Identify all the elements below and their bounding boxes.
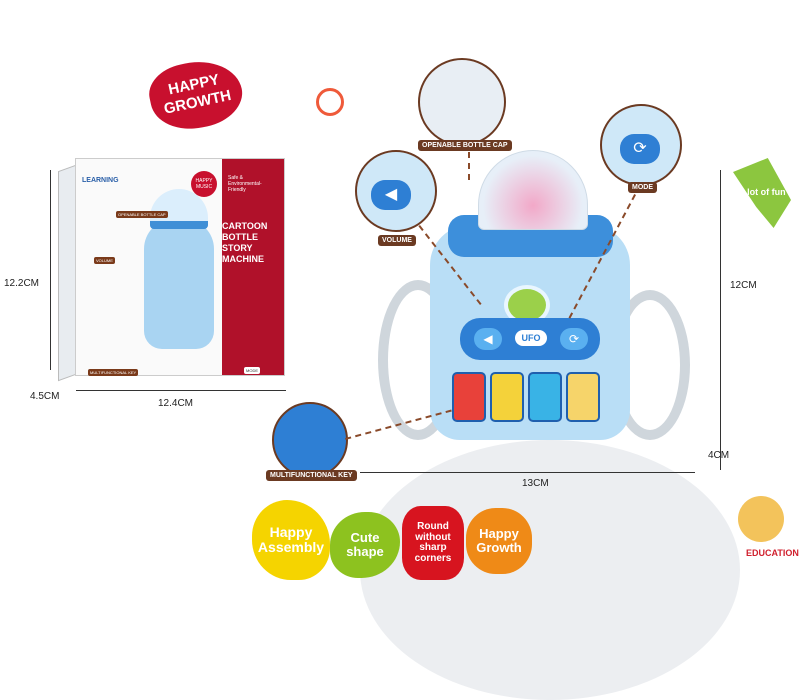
cycle-icon: ⟳ — [620, 134, 660, 164]
box-side-panel — [58, 164, 76, 382]
product-height-line — [720, 170, 721, 470]
volume-callout-circle: ◀ — [355, 150, 437, 232]
product-height-label: 12CM — [730, 280, 757, 291]
lion-mascot-icon — [738, 496, 784, 542]
box-bottle-cap-image — [150, 189, 208, 229]
mode-callout-circle: ⟳ — [600, 104, 682, 186]
music-key-1[interactable] — [452, 372, 486, 422]
product-width-label: 13CM — [522, 478, 549, 489]
volume-callout-label: VOLUME — [378, 235, 416, 246]
box-safe-text: Safe & Environmental-Friendly — [228, 175, 262, 193]
speaker-icon: ◀ — [371, 180, 411, 210]
feature-happy-assembly: Happy Assembly — [252, 500, 330, 580]
sun-swirl-icon — [316, 88, 344, 116]
box-bottle-image — [144, 219, 214, 349]
volume-button[interactable]: ◀ — [474, 328, 502, 350]
brand-logo: EDUCATION — [746, 548, 799, 558]
box-red-panel: Safe & Environmental-Friendly CARTOON BO… — [222, 159, 284, 375]
cap-dashed-line — [468, 152, 470, 180]
bottle-dome-cap — [478, 150, 588, 230]
box-title-line: CARTOON — [222, 221, 268, 231]
product-depth-label: 4CM — [708, 450, 730, 461]
box-happy-music-badge: HAPPY MUSIC — [191, 171, 217, 197]
box-header: LEARNING — [82, 177, 119, 184]
product-width-line — [360, 472, 695, 473]
feature-happy-growth: Happy Growth — [466, 508, 532, 574]
mode-button[interactable]: ⟳ — [560, 328, 588, 350]
music-key-4[interactable] — [566, 372, 600, 422]
box-callout-volume: VOLUME — [94, 257, 115, 264]
box-width-label: 12.4CM — [158, 398, 194, 409]
ufo-label: UFO — [515, 330, 547, 346]
key-callout-circle — [272, 402, 348, 478]
box-depth-label: 4.5CM — [30, 391, 60, 402]
happy-growth-badge: HAPPY GROWTH — [144, 53, 248, 137]
box-title: CARTOON BOTTLE STORY MACHINE — [222, 221, 280, 265]
box-callout-cap: OPENABLE BOTTLE CAP — [116, 211, 168, 218]
mode-callout-label: MODE — [628, 182, 657, 193]
music-key-2[interactable] — [490, 372, 524, 422]
feature-round-corners: Round without sharp corners — [402, 506, 464, 580]
box-title-line: BOTTLE — [222, 232, 258, 242]
box-width-line — [76, 390, 286, 391]
cap-callout-label: OPENABLE BOTTLE CAP — [418, 140, 512, 151]
music-key-3[interactable] — [528, 372, 562, 422]
box-callout-mode: MODE — [244, 367, 260, 374]
fun-arrow-tag: A lot of fun — [733, 158, 791, 228]
box-height-line — [50, 170, 51, 370]
product-box: LEARNING HAPPY MUSIC Safe & Environmenta… — [75, 158, 285, 376]
feature-cute-shape: Cute shape — [330, 512, 400, 578]
key-callout-label: MULTIFUNCTIONAL KEY — [266, 470, 357, 481]
box-title-line: STORY — [222, 243, 253, 253]
box-height-label: 12.2CM — [4, 278, 40, 289]
box-callout-key: MULTIFUNCTIONAL KEY — [88, 369, 139, 376]
cap-callout-circle — [418, 58, 506, 146]
box-title-line: MACHINE — [222, 254, 264, 264]
